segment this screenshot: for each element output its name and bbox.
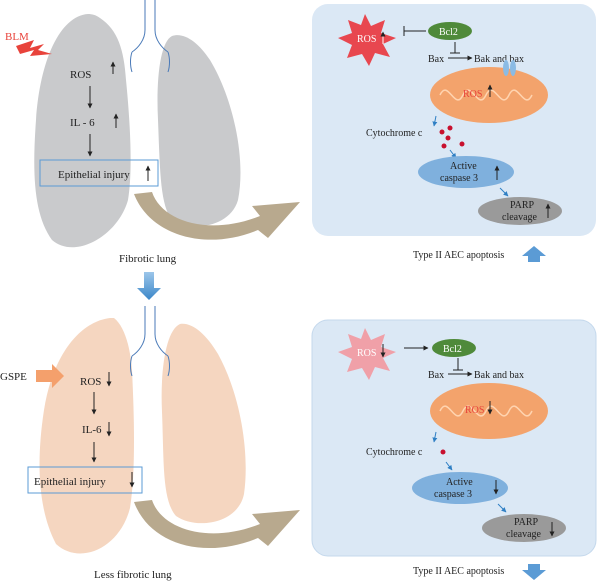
- bottom-trigger-label: GSPE: [0, 371, 27, 383]
- bottom-bcl2-pill: [432, 339, 476, 357]
- top-panel-bax: Bax: [428, 54, 444, 65]
- bottom-injury-box: [27, 466, 143, 494]
- top-cyt-dot: [445, 135, 451, 141]
- bottom-caspase-pill: [412, 472, 508, 504]
- top-apoptosis-up-icon: [522, 246, 546, 262]
- bottom-cyt-dot: [440, 449, 446, 455]
- top-il6-label: IL - 6: [70, 117, 95, 129]
- top-trachea: [130, 0, 170, 73]
- bottom-panel-bax: Bax: [428, 370, 444, 381]
- bottom-mitochondrion: [430, 383, 548, 439]
- top-panel-bak-bax: Bak and bax: [474, 54, 524, 65]
- center-down-arrow: [137, 272, 161, 300]
- top-panel-bg: [312, 4, 596, 236]
- bottom-trachea: [130, 306, 170, 377]
- top-injury-box: [39, 159, 159, 187]
- bottom-parp-arrow: [497, 503, 507, 513]
- top-caspase-pill: [418, 156, 514, 188]
- top-trigger-bolt-icon: [16, 40, 52, 56]
- bottom-mito-cristae: [439, 405, 533, 417]
- bottom-parp-pill: [482, 514, 566, 542]
- bottom-lung-section: GSPE ROS IL-6 Epithelial injury Less fib…: [0, 306, 300, 581]
- top-lung-caption: Fibrotic lung: [119, 253, 177, 265]
- top-left-lung: [34, 14, 131, 248]
- top-injury-label: Epithelial injury: [58, 169, 130, 181]
- top-ros-star-icon: [338, 14, 396, 66]
- top-apoptosis-panel: ROS Bcl2 Bax Bak and bax ROS Cytochrome …: [312, 4, 596, 236]
- top-caspase-line2: caspase 3: [440, 173, 478, 184]
- top-trigger-label: BLM: [5, 31, 29, 43]
- top-parp-line1: PARP: [510, 200, 535, 211]
- bottom-caspase-line2: caspase 3: [434, 489, 472, 500]
- top-panel-cytochrome: Cytochrome c: [366, 128, 423, 139]
- bottom-ros-star-icon: [338, 328, 396, 380]
- bottom-panel-ros: ROS: [357, 348, 376, 359]
- top-right-lung: [157, 35, 241, 227]
- top-parp-arrow: [499, 187, 509, 197]
- top-lung-section: BLM ROS IL - 6 Epithelial injury Fibroti…: [5, 0, 300, 265]
- bottom-trigger-arrow-icon: [36, 364, 64, 388]
- bottom-panel-cytochrome: Cytochrome c: [366, 447, 423, 458]
- bottom-il6-label: IL-6: [82, 424, 102, 436]
- bottom-caspase-arrow: [445, 461, 453, 471]
- bottom-parp-line1: PARP: [514, 517, 539, 528]
- bottom-apoptosis-label: Type II AEC apoptosis: [413, 566, 504, 577]
- top-panel-ros: ROS: [357, 34, 376, 45]
- top-mito-ros: ROS: [463, 89, 482, 100]
- top-curved-arrow: [134, 192, 300, 240]
- bottom-lung-caption: Less fibrotic lung: [94, 569, 172, 581]
- bottom-ros-label: ROS: [80, 376, 101, 388]
- bottom-mito-ros: ROS: [465, 405, 484, 416]
- top-cyt-dot: [459, 141, 465, 147]
- bottom-panel-bak-bax: Bak and bax: [474, 370, 524, 381]
- bottom-caspase-line1: Active: [446, 477, 473, 488]
- bottom-left-lung: [39, 318, 134, 554]
- bottom-panel-bcl2: Bcl2: [443, 344, 462, 355]
- bottom-injury-label: Epithelial injury: [34, 476, 106, 488]
- top-panel-bcl2: Bcl2: [439, 27, 458, 38]
- top-cyt-dot: [447, 125, 453, 131]
- bottom-apoptosis-panel: ROS Bcl2 Bax Bak and bax ROS Cytochrome …: [311, 319, 597, 557]
- bottom-parp-line2: cleavage: [506, 529, 542, 540]
- top-bcl2-pill: [428, 22, 472, 40]
- bottom-cyto-arrow: [432, 431, 438, 443]
- top-pore-right: [510, 60, 516, 76]
- bottom-panel-bg: [311, 319, 597, 557]
- bottom-curved-arrow: [134, 500, 300, 549]
- top-pore-left: [503, 60, 509, 76]
- bottom-apoptosis-down-icon: [522, 564, 546, 580]
- top-cyto-arrow: [432, 115, 438, 127]
- top-cyt-dot: [439, 129, 445, 135]
- top-parp-line2: cleavage: [502, 212, 538, 223]
- top-cyt-dot: [441, 143, 447, 149]
- top-parp-pill: [478, 197, 562, 225]
- top-ros-label: ROS: [70, 69, 91, 81]
- top-apoptosis-label: Type II AEC apoptosis: [413, 250, 504, 261]
- top-mito-cristae: [439, 89, 533, 101]
- top-caspase-line1: Active: [450, 161, 477, 172]
- top-mitochondrion: [430, 67, 548, 123]
- bottom-right-lung: [161, 323, 246, 524]
